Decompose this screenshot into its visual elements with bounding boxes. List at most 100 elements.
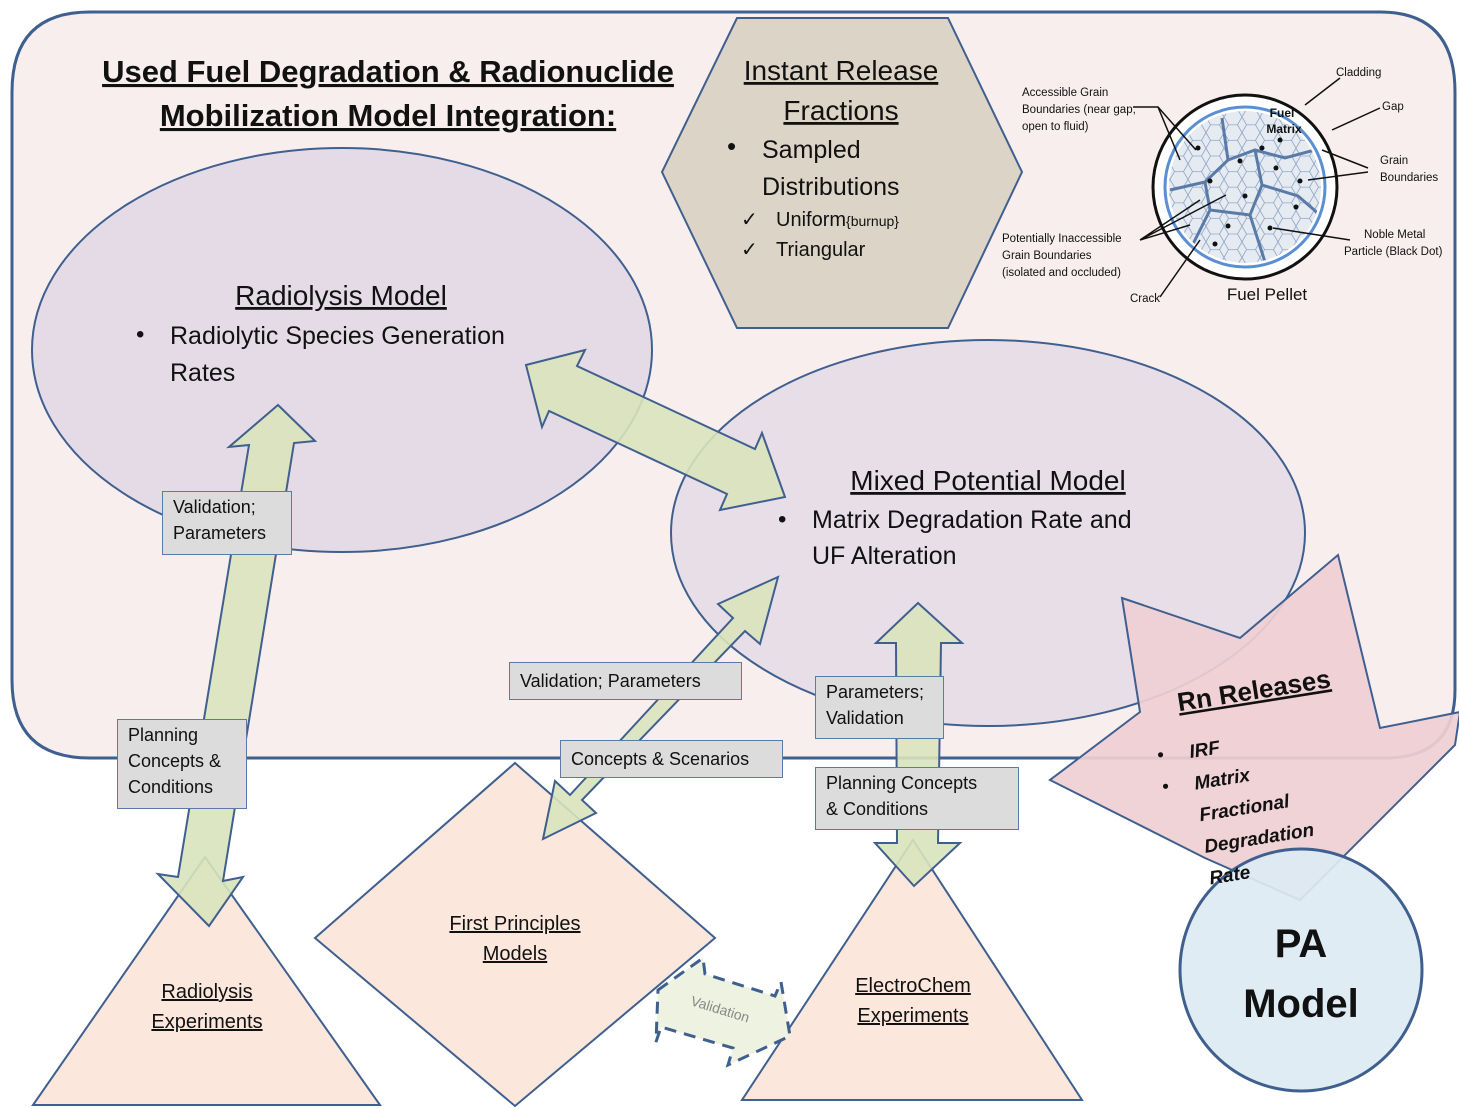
box-validation-parameters-mid: Validation; Parameters: [509, 662, 742, 700]
main-title-line1: Used Fuel Degradation & Radionuclide: [102, 54, 674, 89]
box-text: Planning: [128, 725, 199, 745]
leader-cladding: [1304, 77, 1341, 106]
irf-subitem-uniform-text: Uniform: [776, 209, 846, 231]
radiolysis-model-line2: Rates: [170, 359, 235, 387]
leader-grain: [1307, 149, 1369, 181]
box-text: Validation; Parameters: [520, 671, 701, 691]
box-validation-parameters-left: Validation; Parameters: [162, 491, 292, 555]
radiolysis-experiments-line1: Radiolysis: [161, 981, 252, 1003]
noble-metal-dot: [1242, 193, 1248, 199]
arrow-mixed-electrochem: [872, 601, 965, 888]
pellet-crack-5: [1261, 183, 1321, 217]
irf-subitem-uniform: Uniform{burnup}: [776, 209, 899, 231]
box-text: Conditions: [128, 777, 214, 797]
noble-metal-dot: [1273, 165, 1279, 171]
first-principles-line1: First Principles: [449, 913, 580, 935]
pa-model-line1: PA: [1275, 922, 1328, 966]
mixed-potential-title: Mixed Potential Model: [850, 465, 1125, 496]
pellet-label-noble-2: Particle (Black Dot): [1344, 246, 1443, 258]
pellet-label-grain-1: Grain: [1380, 155, 1408, 167]
electrochem-experiments-triangle: [740, 838, 1084, 1101]
irf-subitem-triangular: Triangular: [776, 239, 866, 261]
irf-check-1: ✓: [741, 209, 758, 231]
leader-crack: [1159, 239, 1201, 298]
dashed-validation-arrow: [654, 955, 792, 1068]
box-text: Validation: [826, 708, 904, 728]
rn-releases-arrow: [1048, 553, 1459, 902]
pellet-label-inaccessible-1: Potentially Inaccessible: [1002, 233, 1122, 245]
pellet-label-accessible-3: open to fluid): [1022, 121, 1089, 133]
irf-title-line1: Instant Release: [744, 55, 939, 86]
radiolysis-experiments-triangle: [31, 855, 382, 1106]
noble-metal-dot: [1195, 145, 1201, 151]
noble-metal-dot: [1297, 178, 1303, 184]
irf-check-2: ✓: [741, 239, 758, 261]
first-principles-diamond: [313, 761, 717, 1108]
box-parameters-validation-right: Parameters; Validation: [815, 676, 944, 739]
leader-gap: [1331, 107, 1381, 131]
main-title-line2: Mobilization Model Integration:: [160, 98, 616, 133]
noble-metal-dot: [1267, 225, 1273, 231]
mixed-potential-bullet: •: [778, 506, 786, 533]
rn-releases-bullet-1: •: [1156, 744, 1165, 765]
electrochem-experiments-line1: ElectroChem: [855, 975, 971, 997]
irf-hexagon: [660, 17, 1024, 329]
pa-model-line2: Model: [1243, 982, 1359, 1026]
radiolysis-model-bullet: •: [136, 321, 144, 348]
pellet-label-gap: Gap: [1382, 101, 1404, 113]
pellet-label-inaccessible-2: Grain Boundaries: [1002, 250, 1092, 262]
pellet-crack-4: [1248, 149, 1267, 263]
noble-metal-dot: [1237, 158, 1243, 164]
arrow-radiolysis-mixed: [524, 348, 787, 512]
radiolysis-model-title: Radiolysis Model: [235, 280, 447, 311]
noble-metal-dot: [1277, 137, 1283, 143]
pa-model-circle: [1178, 847, 1424, 1093]
pellet-center-label-1: Fuel: [1270, 106, 1295, 120]
noble-metal-dot: [1212, 241, 1218, 247]
irf-subitem-uniform-sub: {burnup}: [846, 213, 899, 229]
mixed-potential-line1: Matrix Degradation Rate and: [812, 506, 1132, 534]
electrochem-experiments-line2: Experiments: [857, 1005, 968, 1027]
radiolysis-model-line1: Radiolytic Species Generation: [170, 322, 505, 350]
radiolysis-model-ellipse: [31, 147, 653, 553]
pellet-label-accessible-2: Boundaries (near gap,: [1022, 104, 1136, 116]
leader-accessible: [1133, 106, 1197, 161]
pellet-crack-6: [1209, 208, 1251, 217]
box-text: Planning Concepts: [826, 773, 978, 793]
fuel-pellet-illustration: Fuel Matrix Accessible Grain Boundaries …: [1002, 67, 1443, 305]
irf-item-line1: Sampled: [762, 136, 861, 164]
box-text: & Conditions: [826, 799, 929, 819]
box-concepts-scenarios: Concepts & Scenarios: [560, 740, 783, 778]
box-text: Concepts & Scenarios: [571, 749, 750, 769]
noble-metal-dot: [1259, 145, 1265, 151]
pellet-label-grain-2: Boundaries: [1380, 172, 1438, 184]
first-principles-line2: Models: [483, 943, 547, 965]
pellet-label-inaccessible-3: (isolated and occluded): [1002, 267, 1121, 279]
irf-item-line2: Distributions: [762, 173, 900, 201]
noble-metal-dot: [1207, 178, 1213, 184]
pellet-label-noble-1: Noble Metal: [1364, 229, 1425, 241]
leader-inaccessible: [1139, 194, 1227, 241]
box-planning-left: Planning Concepts & Conditions: [117, 719, 247, 809]
box-planning-right: Planning Concepts & Conditions: [815, 767, 1019, 830]
pellet-center-label-2: Matrix: [1266, 122, 1302, 136]
noble-metal-dot: [1293, 204, 1299, 210]
pellet-crack-2: [1220, 117, 1230, 161]
box-text: Parameters;: [826, 682, 925, 702]
pellet-crack-1: [1169, 146, 1321, 192]
radiolysis-experiments-line2: Experiments: [151, 1011, 262, 1033]
pellet-caption: Fuel Pellet: [1227, 285, 1308, 304]
noble-metal-dot: [1225, 223, 1231, 229]
leader-noble: [1272, 227, 1351, 241]
pellet-label-accessible-1: Accessible Grain: [1022, 87, 1108, 99]
box-text: Concepts &: [128, 751, 222, 771]
box-text: Validation;: [173, 497, 256, 517]
irf-title-line2: Fractions: [783, 95, 898, 126]
rn-releases-item-irf: IRF: [1188, 737, 1223, 763]
mixed-potential-line2: UF Alteration: [812, 542, 957, 570]
rn-releases-bullet-2: •: [1161, 776, 1170, 797]
box-text: Parameters: [173, 523, 267, 543]
pellet-label-crack: Crack: [1130, 293, 1160, 305]
irf-bullet: •: [727, 131, 736, 161]
